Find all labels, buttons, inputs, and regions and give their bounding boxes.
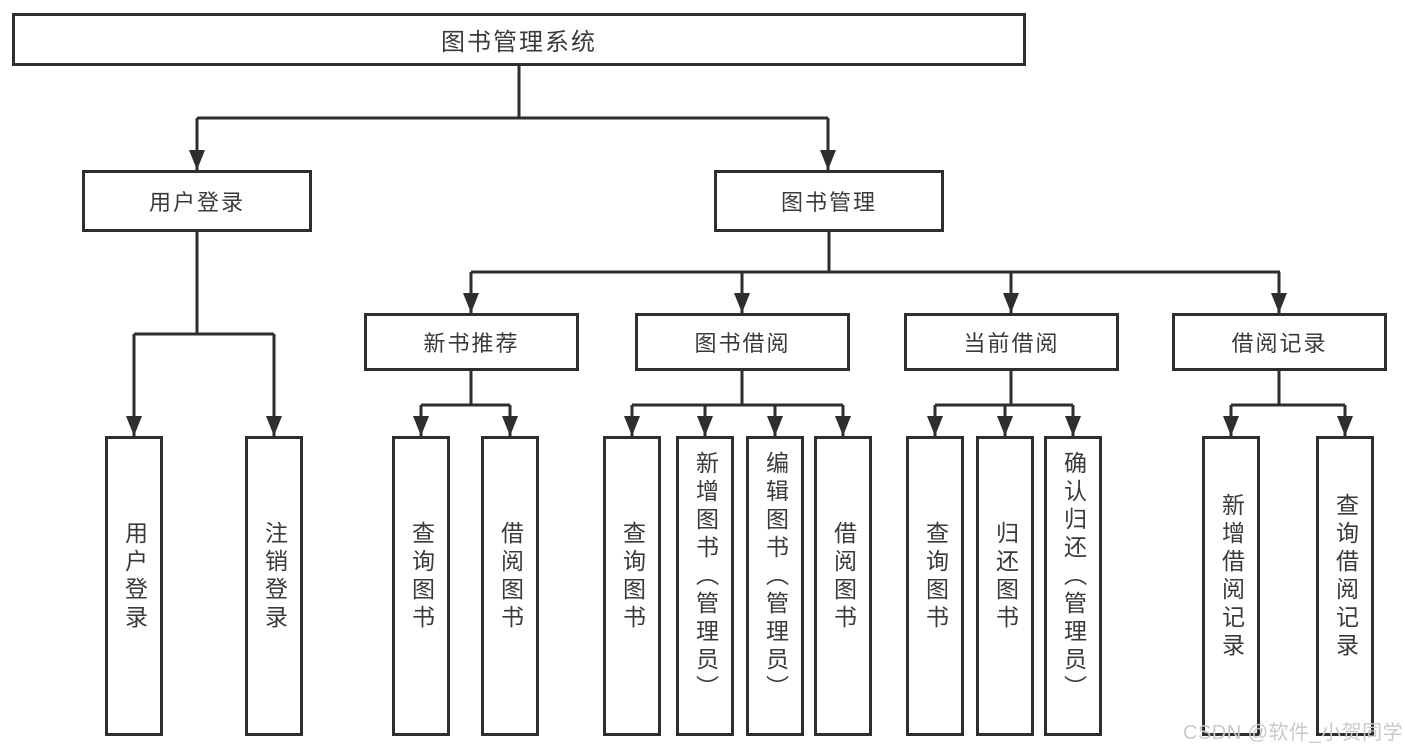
node-label: 归还图书 <box>992 521 1019 633</box>
node-label: 用户登录 <box>148 190 245 215</box>
edge-current-borrow-to-leaves <box>935 371 1073 407</box>
node-leaf-cb-query-books: 查询图书 <box>906 436 964 736</box>
node-leaf-user-login: 用户登录 <box>105 436 163 736</box>
node-leaf-bb-query-books: 查询图书 <box>603 436 661 736</box>
node-leaf-logout-login: 注销登录 <box>245 436 303 736</box>
node-label: 查询图书 <box>922 521 949 633</box>
node-label: 图书管理系统 <box>441 29 597 56</box>
node-leaf-cb-return-books: 归还图书 <box>976 436 1034 736</box>
node-new-book-recommend: 新书推荐 <box>364 313 579 371</box>
node-leaf-bb-edit-books-admin: 编辑图书（管理员） <box>746 436 804 736</box>
node-label: 查询借阅记录 <box>1332 493 1359 661</box>
edge-root-to-level2 <box>197 66 828 120</box>
node-label: 借阅图书 <box>497 521 524 633</box>
edge-book-mgmt-to-level3 <box>471 232 1280 274</box>
edge-borrow-record-to-leaves <box>1231 371 1345 407</box>
node-borrow-record: 借阅记录 <box>1172 313 1387 371</box>
node-label: 查询图书 <box>408 521 435 633</box>
node-label: 借阅记录 <box>1231 331 1328 356</box>
node-leaf-bb-add-books-admin: 新增图书（管理员） <box>676 436 734 736</box>
node-book-borrow: 图书借阅 <box>635 313 850 371</box>
node-leaf-rec-query-books: 查询图书 <box>392 436 450 736</box>
node-library-management-system: 图书管理系统 <box>12 13 1026 66</box>
csdn-watermark: CSDN @软件_小贺同学 <box>1183 722 1404 744</box>
node-label: 新书推荐 <box>423 331 520 356</box>
node-label: 借阅图书 <box>830 521 857 633</box>
edge-book-borrow-to-leaves <box>632 371 843 407</box>
node-leaf-rec-borrow-books: 借阅图书 <box>481 436 539 736</box>
edge-user-login-to-leaves <box>134 232 274 336</box>
node-label: 图书借阅 <box>694 331 791 356</box>
node-book-management: 图书管理 <box>714 170 944 232</box>
node-label: 查询图书 <box>619 521 646 633</box>
node-current-borrow: 当前借阅 <box>904 313 1119 371</box>
node-leaf-br-query-record: 查询借阅记录 <box>1316 436 1374 736</box>
node-label: 注销登录 <box>261 521 288 633</box>
node-user-login: 用户登录 <box>82 170 312 232</box>
node-leaf-br-add-record: 新增借阅记录 <box>1202 436 1260 736</box>
node-label: 新增借阅记录 <box>1218 493 1245 661</box>
edge-new-book-rec-to-leaves <box>421 371 510 407</box>
node-leaf-cb-confirm-return-admin: 确认归还（管理员） <box>1044 436 1102 736</box>
node-label: 图书管理 <box>780 190 877 215</box>
node-label: 用户登录 <box>121 521 148 633</box>
node-label: 当前借阅 <box>963 331 1060 356</box>
node-label: 编辑图书（管理员） <box>762 451 789 703</box>
node-label: 新增图书（管理员） <box>692 451 719 703</box>
node-label: 确认归还（管理员） <box>1060 451 1087 703</box>
node-leaf-bb-borrow-books: 借阅图书 <box>814 436 872 736</box>
